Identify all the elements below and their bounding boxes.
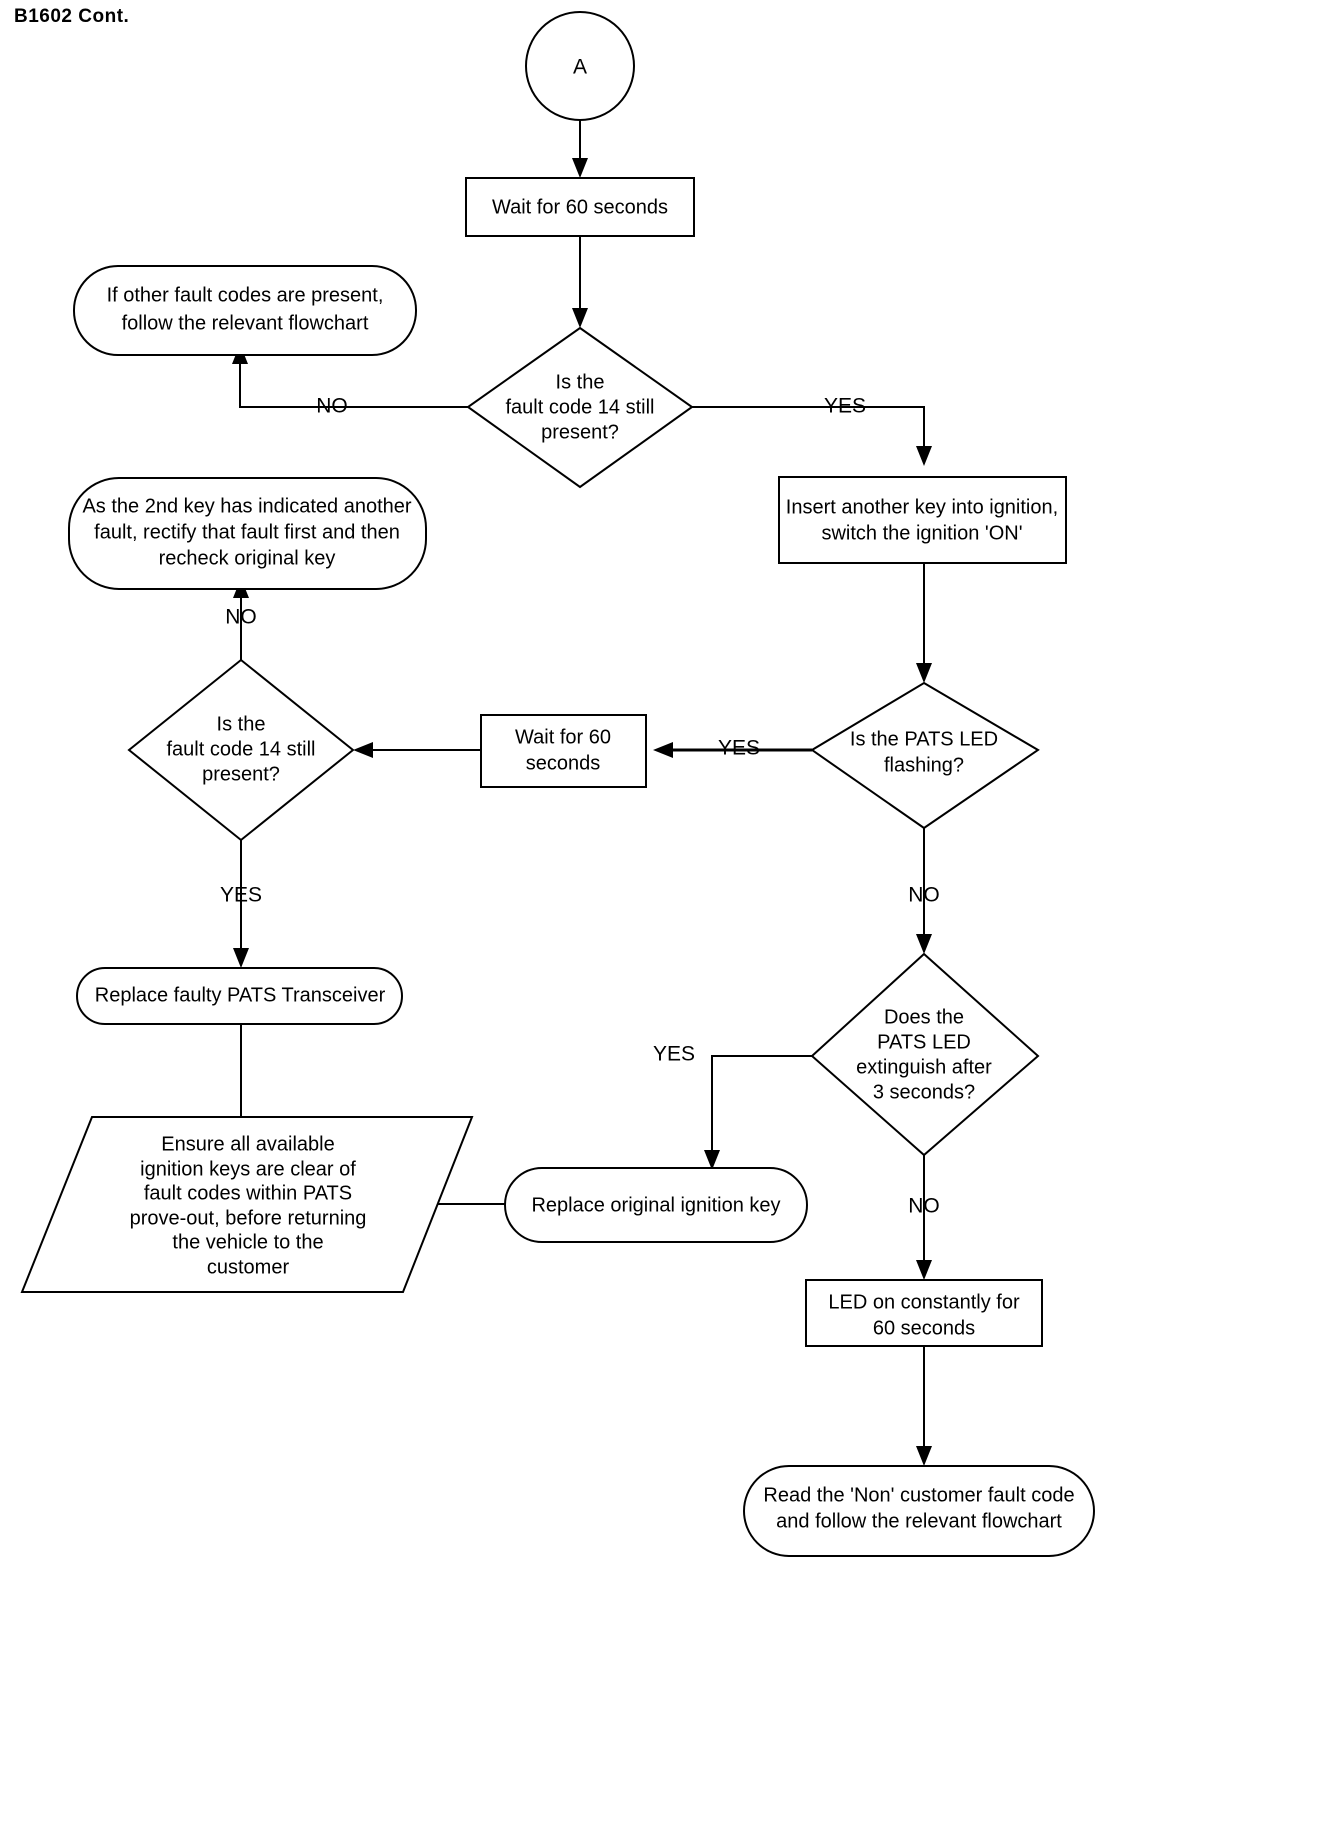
node-insert-another-key[interactable]: Insert another key into ignition, switch… [778, 476, 1067, 564]
q4-line2: PATS LED [877, 1031, 971, 1053]
second-key-fault-line2: fault, rectify that fault first and then [94, 521, 400, 543]
edge-label-q4-no: NO [908, 1195, 940, 1218]
edge-label-q2-no: NO [908, 884, 940, 907]
node-ensure-keys-clear[interactable]: Ensure all available ignition keys are c… [20, 1116, 474, 1293]
edge-label-q3-yes: YES [220, 884, 262, 907]
arrowhead-q2-no-to-q4 [916, 934, 932, 954]
q4-line1: Does the [884, 1006, 964, 1028]
arrowhead-wait60mid-to-q3 [353, 742, 373, 758]
ensure-keys-clear-shape [20, 1116, 474, 1293]
node-q4-pats-led-extinguish[interactable]: Does the PATS LED extinguish after 3 sec… [810, 952, 1040, 1157]
node-q2-pats-led-flashing[interactable]: Is the PATS LED flashing? [810, 681, 1040, 830]
node-replace-original-key[interactable]: Replace original ignition key [504, 1167, 808, 1243]
insert-another-key-line2: switch the ignition 'ON' [821, 522, 1022, 544]
replace-pats-transceiver-box [76, 967, 403, 1025]
edge-label-q1-no: NO [316, 395, 348, 418]
arrowhead-q2-yes-to-wait60mid [653, 742, 673, 758]
edge-q1-yes-to-insertkey [692, 406, 925, 455]
node-other-fault-codes[interactable]: If other fault codes are present, follow… [73, 265, 417, 356]
q3-line1: Is the [217, 713, 266, 735]
other-fault-codes-line1: If other fault codes are present, [107, 284, 384, 306]
q1-line1: Is the [556, 371, 605, 393]
wait60-top-box [465, 177, 695, 237]
edge-label-q2-yes: YES [718, 737, 760, 760]
node-q1-faultcode14[interactable]: Is the fault code 14 still present? [466, 326, 694, 489]
q4-line3: extinguish after [856, 1056, 992, 1078]
edge-q4-yes-to-replacekey [711, 1055, 812, 1159]
q3-diamond [127, 658, 355, 842]
read-non-customer-line2: and follow the relevant flowchart [776, 1510, 1062, 1532]
wait60-mid-line2: seconds [526, 752, 601, 774]
q2-line1: Is the PATS LED [850, 728, 998, 750]
node-wait60-top[interactable]: Wait for 60 seconds [465, 177, 695, 237]
insert-another-key-box [778, 476, 1067, 564]
ensure-keys-line3: fault codes within PATS [144, 1182, 352, 1204]
replace-original-key-label: Replace original ignition key [531, 1194, 780, 1216]
q3-line3: present? [202, 763, 280, 785]
q2-line2: flashing? [884, 754, 964, 776]
led-on-constantly-box [805, 1279, 1043, 1347]
q4-line4: 3 seconds? [873, 1081, 975, 1103]
second-key-fault-box [68, 477, 427, 590]
second-key-fault-line3: recheck original key [159, 547, 336, 569]
replace-pats-transceiver-label: Replace faulty PATS Transceiver [95, 984, 386, 1006]
arrowhead-a-to-wait60top [572, 158, 588, 178]
ensure-keys-line2: ignition keys are clear of [140, 1158, 356, 1180]
node-read-non-customer-fault-code[interactable]: Read the 'Non' customer fault code and f… [743, 1465, 1095, 1557]
ensure-keys-line4: prove-out, before returning [130, 1207, 367, 1229]
q1-line2: fault code 14 still [506, 396, 655, 418]
replace-original-key-box [504, 1167, 808, 1243]
wait60-mid-line1: Wait for 60 [515, 726, 611, 748]
node-wait60-mid[interactable]: Wait for 60 seconds [480, 714, 647, 788]
q3-line2: fault code 14 still [167, 738, 316, 760]
ensure-keys-line6: customer [207, 1256, 290, 1278]
q1-line3: present? [541, 421, 619, 443]
node-replace-pats-transceiver[interactable]: Replace faulty PATS Transceiver [76, 967, 403, 1025]
q2-diamond [810, 681, 1040, 830]
node-q3-faultcode14[interactable]: Is the fault code 14 still present? [127, 658, 355, 842]
edge-label-q1-yes: YES [824, 395, 866, 418]
second-key-fault-line1: As the 2nd key has indicated another [82, 495, 411, 517]
arrowhead-q3-yes-to-replacepats [233, 948, 249, 968]
q1-diamond [466, 326, 694, 489]
edge-label-q4-yes: YES [653, 1043, 695, 1066]
led-on-constantly-line1: LED on constantly for [828, 1291, 1020, 1313]
connector-a-circle [525, 11, 635, 121]
q4-diamond [810, 952, 1040, 1157]
page-title: B1602 Cont. [14, 6, 129, 27]
connector-a-label: A [573, 56, 587, 79]
edge-label-q3-no: NO [225, 606, 257, 629]
arrowhead-q4-yes-to-replacekey [704, 1150, 720, 1170]
read-non-customer-line1: Read the 'Non' customer fault code [763, 1484, 1074, 1506]
edge-q1-no-to-otherfaults [239, 355, 468, 408]
led-on-constantly-line2: 60 seconds [873, 1317, 975, 1339]
wait60-top-label: Wait for 60 seconds [492, 196, 668, 218]
arrowhead-q4-no-to-ledconstant [916, 1260, 932, 1280]
node-second-key-fault[interactable]: As the 2nd key has indicated another fau… [68, 477, 427, 590]
node-connector-a[interactable]: A [525, 11, 635, 121]
arrowhead-wait60top-to-q1 [572, 308, 588, 328]
arrowhead-ledconstant-to-readnon [916, 1446, 932, 1466]
node-led-on-constantly[interactable]: LED on constantly for 60 seconds [805, 1279, 1043, 1347]
insert-another-key-line1: Insert another key into ignition, [786, 496, 1058, 518]
arrowhead-q1-yes-to-insertkey [916, 446, 932, 466]
ensure-keys-line5: the vehicle to the [172, 1231, 323, 1253]
read-non-customer-box [743, 1465, 1095, 1557]
other-fault-codes-box [73, 265, 417, 356]
ensure-keys-line1: Ensure all available [161, 1133, 334, 1155]
other-fault-codes-line2: follow the relevant flowchart [122, 312, 369, 334]
wait60-mid-box [480, 714, 647, 788]
arrowhead-insertkey-to-q2 [916, 663, 932, 683]
